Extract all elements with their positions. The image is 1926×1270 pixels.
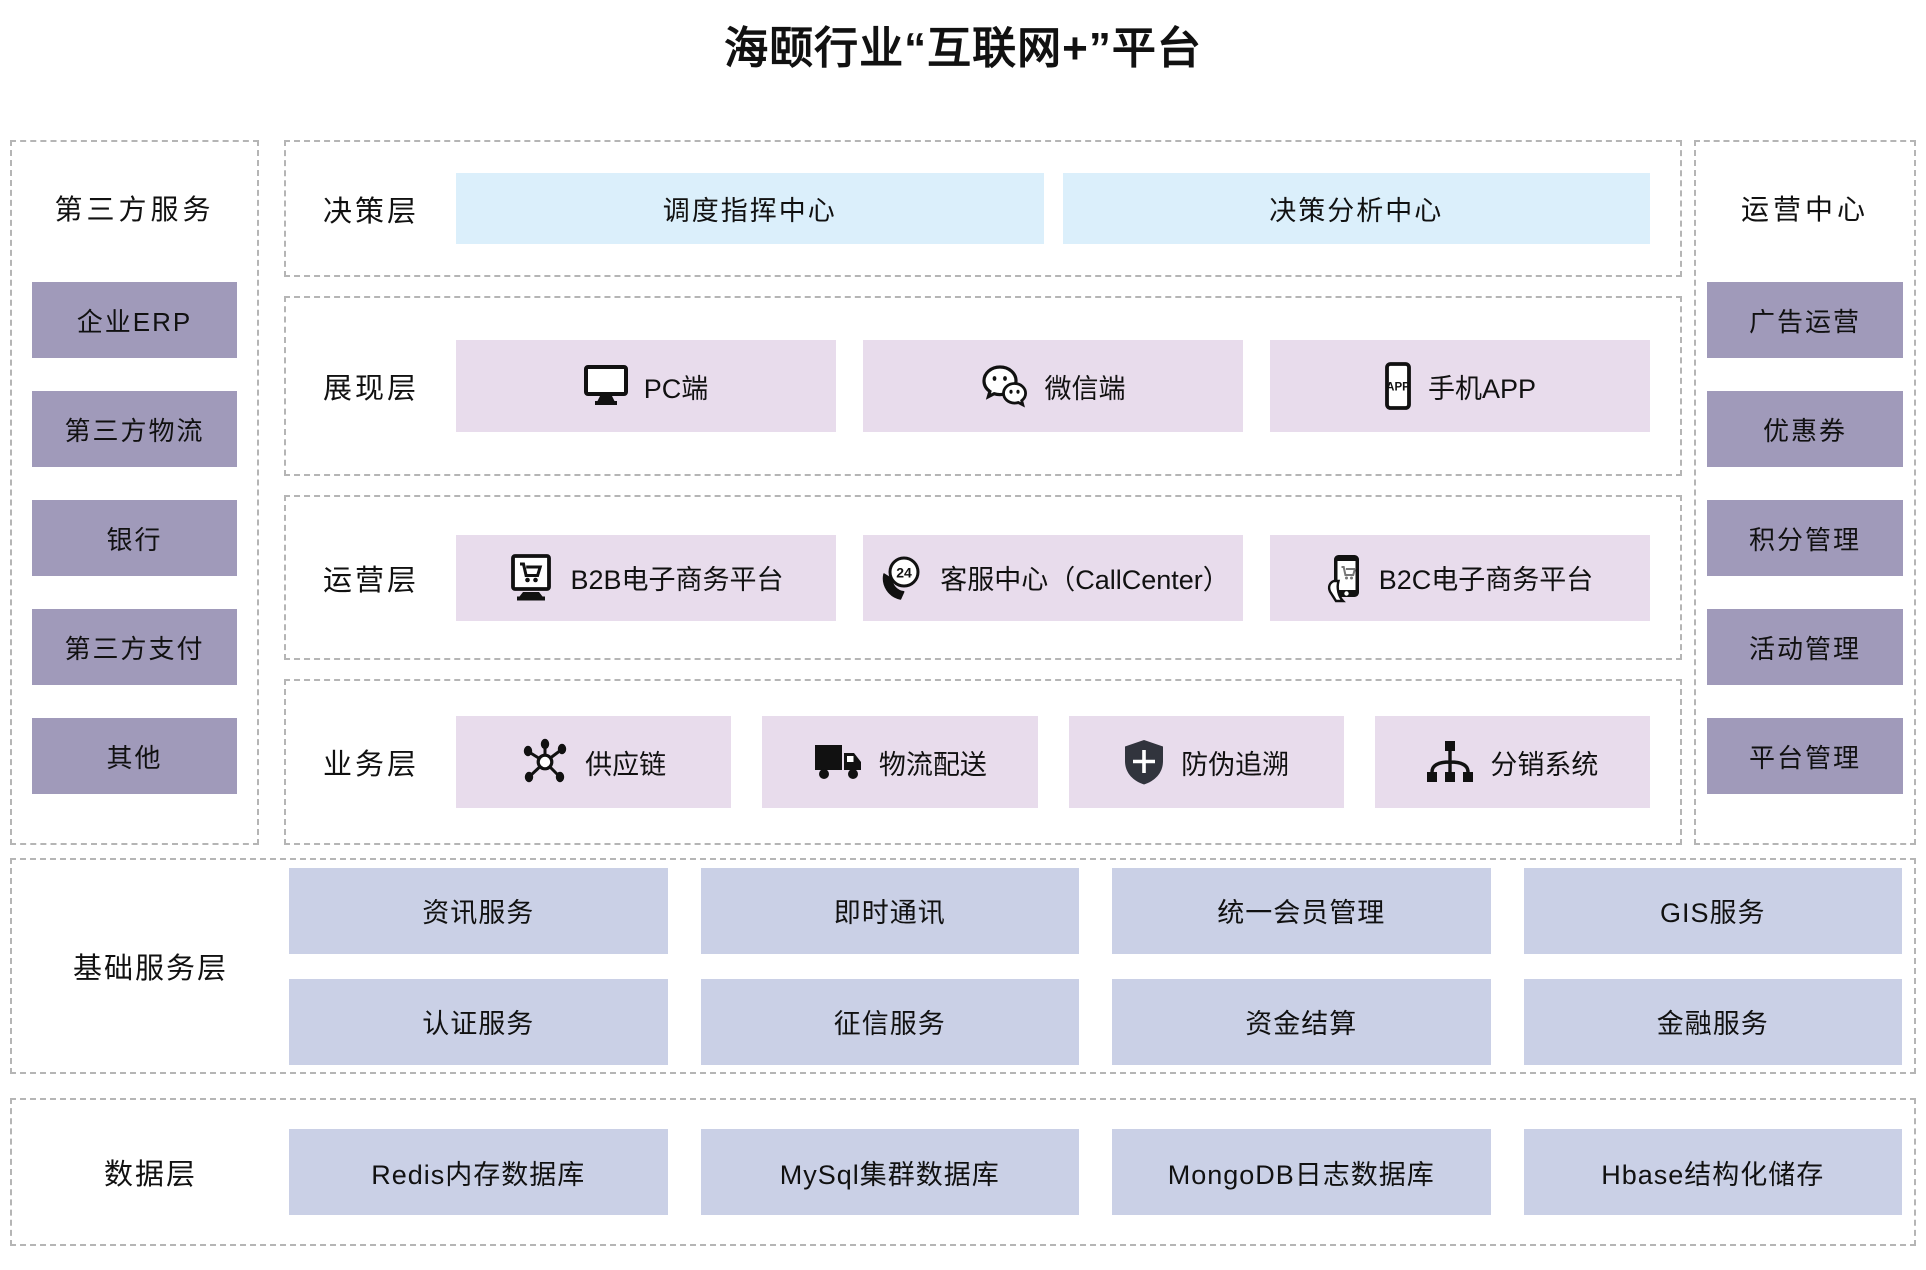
mobile-app-icon: APP [1384,362,1412,410]
base-service-box: 统一会员管理 [1112,867,1491,954]
layer-box: 微信端 [863,340,1243,432]
decision-layer-boxes: 调度指挥中心 决策分析中心 [456,173,1680,244]
wechat-icon [981,364,1029,408]
layer-box-label: 防伪追溯 [1181,749,1290,780]
operation-center-item: 平台管理 [1707,718,1903,794]
operation-center-items: 广告运营优惠券积分管理活动管理平台管理 [1707,282,1903,794]
business-layer-section: 业务层 供应链 物流配送 防伪追溯 分销系统 [284,679,1682,845]
base-services-label: 基础服务层 [72,953,228,985]
truck-icon [813,741,863,783]
top-area: 第三方服务 企业ERP 第三方物流银行第三方支付其他 决策层 调度指挥中心 决策分析中… [10,140,1916,845]
base-services-grid: 资讯服务即时通讯统一会员管理 GIS服务认证服务征信服务资金结算金融服务 [289,867,1914,1065]
callcenter-24h-icon: 24 [876,554,924,602]
operation-center-item: 活动管理 [1707,609,1903,685]
layer-box-label: 手机APP [1427,373,1537,404]
operation-center-item: 积分管理 [1707,500,1903,576]
ecommerce-monitor-icon [508,553,554,602]
layer-box: 供应链 [456,716,732,808]
presentation-layer-label: 展现层 [322,373,419,405]
database-box: Redis内存数据库 [289,1129,668,1215]
third-party-item: 第三方支付 [32,609,237,685]
database-box: Hbase结构化储存 [1523,1129,1902,1215]
layer-box: 24 客服中心（CallCenter） [863,534,1243,621]
layer-box-label: 分销系统 [1490,749,1599,780]
decision-layer-section: 决策层 调度指挥中心 决策分析中心 [284,140,1682,277]
layer-box-label: 物流配送 [878,749,987,780]
data-layer-grid: Redis内存数据库 MySql集群数据库 MongoDB日志数据库 Hbase结构化… [289,1129,1914,1215]
monitor-icon [583,365,628,407]
layer-box: B2C电子商务平台 [1270,534,1650,621]
layer-box-label: B2C电子商务平台 [1378,565,1594,595]
base-service-box: 资讯服务 [289,867,668,954]
layer-box-label: PC端 [643,373,709,404]
base-service-box: GIS服务 [1523,867,1902,954]
base-service-box: 资金结算 [1112,978,1491,1065]
base-services-section: 基础服务层 资讯服务即时通讯统一会员管理 GIS服务认证服务征信服务资金结算金融服… [10,858,1916,1074]
layer-box: 调度指挥中心 [456,173,1044,244]
layer-box-label: 客服中心（CallCenter） [940,565,1230,595]
operation-layer-label: 运营层 [322,564,419,597]
base-service-box: 征信服务 [700,978,1079,1065]
third-party-item: 企业ERP [32,282,237,358]
operation-center-item: 广告运营 [1707,282,1903,358]
svg-text:24: 24 [896,564,912,580]
presentation-layer-boxes: PC端 微信端 APP 手机APP [456,340,1680,432]
database-box: MySql集群数据库 [700,1129,1079,1215]
layer-box: APP 手机APP [1270,340,1650,432]
operation-center-panel: 运营中心 广告运营优惠券积分管理活动管理平台管理 [1694,140,1916,845]
layer-box-label: 决策分析中心 [1269,196,1444,226]
layer-box: PC端 [456,340,836,432]
shield-cross-icon [1123,738,1165,786]
svg-text:APP: APP [1386,382,1410,394]
layer-box: 防伪追溯 [1068,716,1344,808]
layer-box: 物流配送 [762,716,1038,808]
third-party-services-panel: 第三方服务 企业ERP 第三方物流银行第三方支付其他 [10,140,259,845]
third-party-item: 第三方物流 [32,391,237,467]
layer-box-label: 供应链 [585,749,667,780]
mobile-shopping-icon [1327,553,1363,603]
operation-layer-section: 运营层 B2B电子商务平台 24 客服中心（CallCenter） B2C电子商务平台 [284,495,1682,660]
data-layer-section: 数据层 Redis内存数据库 MySql集群数据库 MongoDB日志数据库 Hbas… [10,1098,1916,1246]
layer-box-label: B2B电子商务平台 [570,565,784,595]
layer-box: B2B电子商务平台 [456,534,836,621]
decision-layer-label: 决策层 [322,195,419,228]
database-box: MongoDB日志数据库 [1112,1129,1491,1215]
presentation-layer-section: 展现层 PC端 微信端 APP 手机APP [284,296,1682,476]
base-service-box: 金融服务 [1523,978,1902,1065]
business-layer-label: 业务层 [322,749,419,781]
distribution-tree-icon [1426,739,1474,785]
third-party-item: 其他 [32,718,237,794]
third-party-panel-title: 第三方服务 [54,194,215,225]
layers-column: 决策层 调度指挥中心 决策分析中心展现层 PC端 微信端 APP 手机APP 运营层 B2B电子… [284,140,1682,845]
third-party-items: 企业ERP 第三方物流银行第三方支付其他 [32,282,237,794]
base-service-box: 即时通讯 [700,867,1079,954]
operation-layer-boxes: B2B电子商务平台 24 客服中心（CallCenter） B2C电子商务平台 [456,534,1680,621]
operation-center-item: 优惠券 [1707,391,1903,467]
third-party-item: 银行 [32,500,237,576]
layer-box-label: 微信端 [1044,373,1126,404]
layer-box: 分销系统 [1374,716,1650,808]
supply-chain-icon [521,738,569,786]
operation-center-panel-title: 运营中心 [1740,194,1869,225]
data-layer-label: 数据层 [103,1159,197,1191]
page-title: 海颐行业“互联网+”平台 [724,24,1202,73]
base-service-box: 认证服务 [289,978,668,1065]
layer-box-label: 调度指挥中心 [662,196,837,226]
layer-box: 决策分析中心 [1062,173,1650,244]
business-layer-boxes: 供应链 物流配送 防伪追溯 分销系统 [456,716,1680,808]
